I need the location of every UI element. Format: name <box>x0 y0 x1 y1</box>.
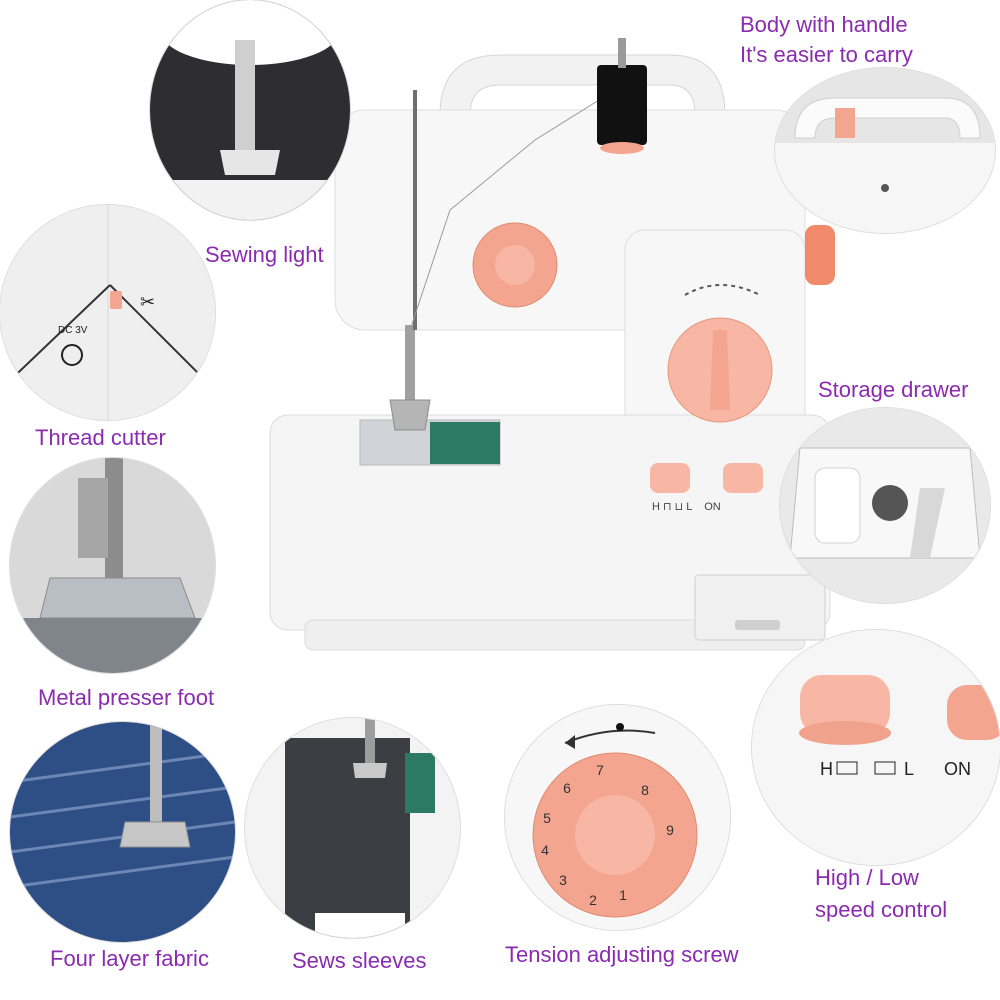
thread-cutter-label: Thread cutter <box>35 425 166 450</box>
speed-mark-l: L <box>904 759 914 779</box>
dial-num-2: 2 <box>589 892 597 908</box>
presser-foot-photo <box>10 458 215 673</box>
speed-control-photo: H L ON <box>752 630 1000 865</box>
machine-switch-marks: H ⊓ ⊔ L ON <box>652 501 721 513</box>
dial-num-3: 3 <box>559 872 567 888</box>
storage-drawer-photo <box>780 408 990 603</box>
sewing-machine-photo <box>265 30 835 660</box>
storage-drawer-label: Storage drawer <box>818 377 969 402</box>
dial-num-4: 4 <box>541 842 549 858</box>
four-layer-fabric-label: Four layer fabric <box>50 946 209 971</box>
dc-mark: DC 3V <box>58 325 88 336</box>
tension-screw-label: Tension adjusting screw <box>505 942 739 967</box>
machine-mark-l: L <box>686 501 693 513</box>
dial-num-8: 8 <box>641 782 649 798</box>
dial-num-5: 5 <box>543 810 551 826</box>
handle-photo <box>775 68 995 233</box>
four-layer-fabric-photo <box>10 722 235 942</box>
sewing-light-photo <box>150 0 350 220</box>
svg-text:✂: ✂ <box>140 292 155 313</box>
tension-screw-photo: 1 2 3 4 5 6 7 8 9 <box>505 705 730 930</box>
speed-control-label: High / Low speed control <box>815 865 948 922</box>
machine-mark-h: H <box>652 501 660 513</box>
dial-num-9: 9 <box>666 822 674 838</box>
sews-sleeves-photo <box>245 718 460 938</box>
presser-foot-label: Metal presser foot <box>38 685 215 710</box>
sews-sleeves-label: Sews sleeves <box>292 948 427 973</box>
thread-cutter-photo: ✂ DC 3V <box>0 205 215 420</box>
dial-num-1: 1 <box>619 887 627 903</box>
machine-mark-on: ON <box>704 501 721 513</box>
dial-num-6: 6 <box>563 780 571 796</box>
sewing-light-label: Sewing light <box>205 242 324 267</box>
speed-mark-on: ON <box>944 759 971 779</box>
handle-label: Body with handle It's easier to carry <box>740 12 913 67</box>
dial-num-7: 7 <box>596 762 604 778</box>
speed-mark-h: H <box>820 759 833 779</box>
